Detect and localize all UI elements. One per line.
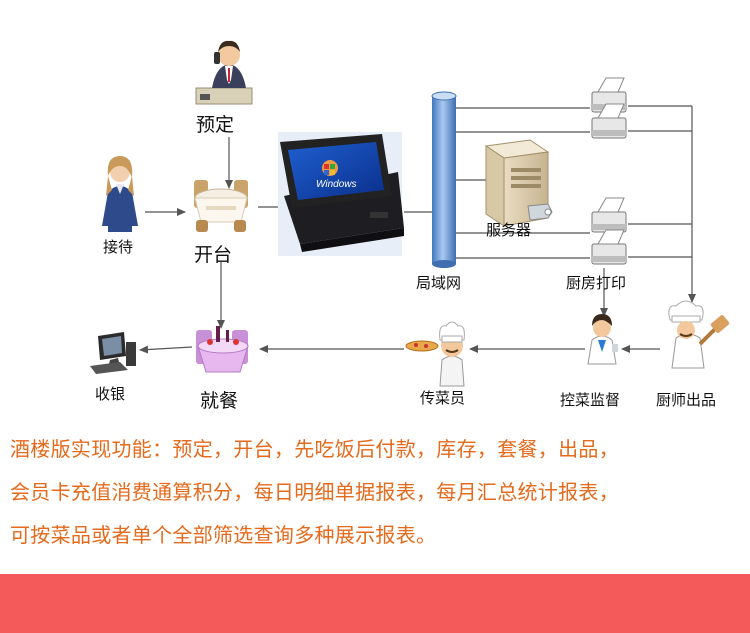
description-line-2: 会员卡充值消费通算积分，每日明细单据报表，每月汇总统计报表， — [10, 471, 745, 514]
arrow-dining-to-cashier — [140, 347, 192, 350]
description-line-1: 酒楼版实现功能：预定，开台，先吃饭后付款，库存，套餐，出品， — [10, 428, 745, 471]
node-label-kitchen-print: 厨房打印 — [566, 272, 626, 293]
printer-icon-3 — [592, 198, 626, 232]
node-label-server: 服务器 — [486, 219, 531, 240]
node-label-dining: 就餐 — [200, 386, 238, 413]
cashier-computer-icon — [90, 332, 136, 374]
node-label-cashier: 收银 — [95, 383, 125, 404]
reception-hostess-icon — [102, 156, 138, 232]
bottom-banner — [0, 574, 750, 633]
lan-cylinder-icon — [432, 92, 456, 268]
feature-description: 酒楼版实现功能：预定，开台，先吃饭后付款，库存，套餐，出品， 会员卡充值消费通算… — [10, 428, 745, 557]
node-label-reception: 接待 — [103, 236, 133, 257]
open-table-icon — [194, 180, 248, 232]
node-label-chef: 厨师出品 — [656, 389, 716, 410]
node-label-supervisor: 控菜监督 — [560, 389, 620, 410]
dining-table-icon — [196, 326, 248, 372]
description-line-3: 可按菜品或者单个全部筛选查询多种展示报表。 — [10, 514, 745, 557]
node-label-waiter: 传菜员 — [420, 387, 465, 408]
chef-icon — [669, 301, 730, 368]
pos-screen-text: Windows — [316, 179, 356, 190]
printer-icon-4 — [592, 230, 626, 264]
node-label-lan: 局域网 — [416, 272, 461, 293]
node-label-open-table: 开台 — [194, 240, 232, 267]
pos-terminal-icon: Windows — [278, 132, 404, 256]
node-label-reservation: 预定 — [196, 110, 234, 137]
waiter-chef-icon — [406, 322, 464, 386]
server-icon — [486, 140, 552, 226]
reservation-phone-icon — [196, 41, 252, 104]
supervisor-chef-icon — [588, 314, 618, 364]
